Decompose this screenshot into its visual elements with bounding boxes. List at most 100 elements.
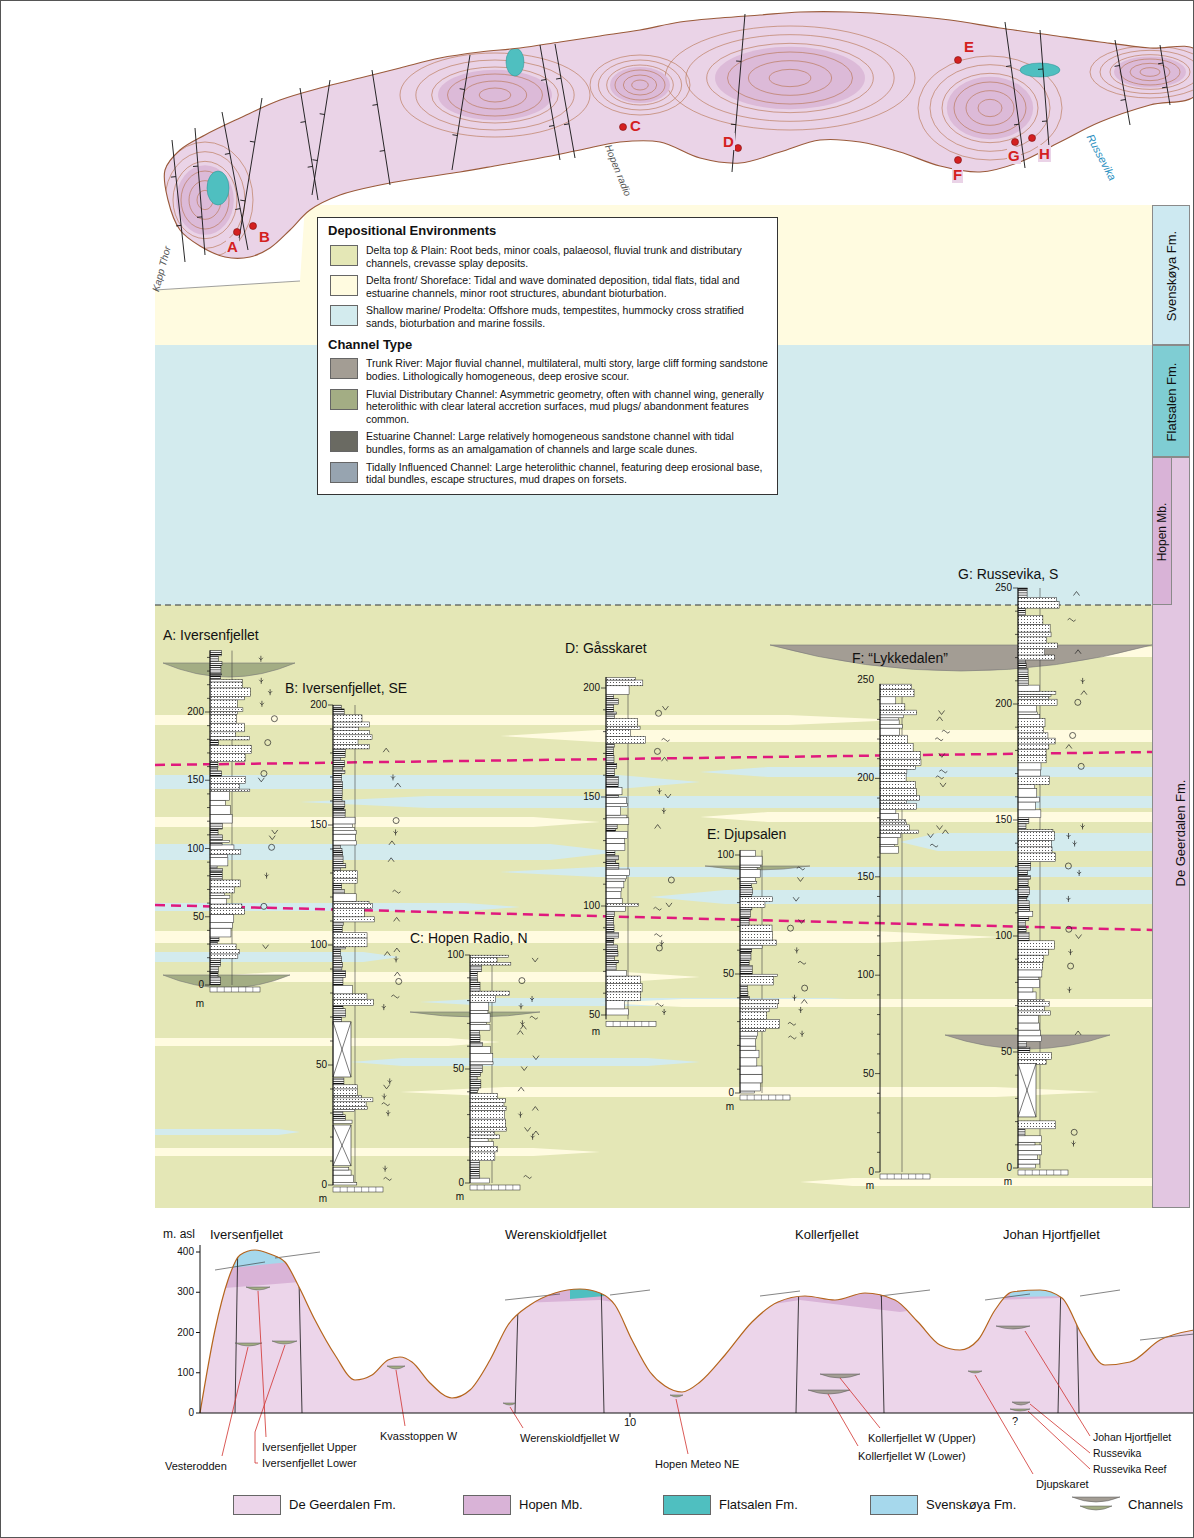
sediment-log-part: [800, 1031, 804, 1037]
sediment-log-part: [1018, 818, 1029, 824]
sediment-log-part: [261, 903, 267, 909]
sediment-log-part: [391, 774, 395, 780]
cross-section-part: [196, 1332, 200, 1333]
sediment-log-part: [207, 739, 210, 740]
map-label: Russevika: [1084, 132, 1119, 183]
sediment-log-part: [601, 797, 606, 798]
island-map-part: [1090, 46, 1194, 98]
sediment-log-part: [333, 722, 369, 727]
sediment-log-part: [333, 978, 343, 986]
axis-label: 0: [422, 1177, 464, 1189]
sediment-log-part: [470, 1131, 495, 1135]
channel-label: Vesterodden: [165, 1460, 227, 1473]
fault-line-part: [238, 98, 262, 245]
sediment-log-part: [205, 916, 210, 917]
sediment-log-part: [210, 668, 221, 674]
island-map-part: [506, 48, 524, 76]
sediment-log-part: [210, 673, 222, 675]
facies-background-part: [800, 1178, 1152, 1186]
sediment-log-part: [467, 1000, 470, 1001]
sediment-log-part: [606, 678, 635, 680]
island-map-part: [947, 77, 1033, 139]
sediment-log-part: [613, 1021, 614, 1026]
sediment-log: [1013, 588, 1087, 1175]
facies-background-part: [700, 812, 1152, 822]
sediment-log-part: [470, 1152, 495, 1161]
sediment-log-part: [333, 938, 367, 947]
sediment-log-part: [330, 897, 333, 898]
sediment-log-part: [740, 991, 748, 996]
legend-item: Estuarine Channel: Large relatively homo…: [330, 430, 770, 455]
sediment-log-part: [330, 873, 333, 874]
station-dot: [234, 57, 1036, 236]
sediment-log-part: [470, 1072, 480, 1076]
sediment-log-part: [606, 951, 618, 956]
sediment-log-part: [740, 910, 750, 918]
sediment-log-part: [210, 736, 250, 740]
sediment-log-part: [384, 952, 390, 956]
cross-section-part: [610, 1290, 650, 1295]
sediment-log-part: [330, 969, 333, 970]
sediment-log-part: [328, 705, 333, 706]
channel-body-part: [945, 1035, 1110, 1049]
sediment-log-part: [1018, 749, 1046, 755]
sediment-log-part: [333, 758, 341, 761]
station-letter: B: [258, 228, 271, 245]
fault-line-part: [540, 45, 560, 160]
fault-line-part: [300, 121, 305, 123]
legend-swatch: [330, 431, 358, 452]
sediment-log-part: [394, 972, 400, 976]
cross-section-part: [1058, 1235, 1062, 1413]
sediment-log-part: [210, 806, 230, 815]
cross-section-part: [968, 1371, 982, 1373]
sediment-log-part: [470, 1099, 505, 1103]
facies-background-part: [350, 1058, 700, 1066]
sediment-log-part: [265, 873, 269, 879]
island-map-part: [479, 88, 511, 102]
sediment-log-part: [1018, 1121, 1056, 1129]
sediment-log-part: [1015, 1028, 1018, 1029]
sediment-log-part: [333, 1078, 344, 1085]
sediment-log-part: [606, 807, 621, 816]
channel-label: ?: [1012, 1415, 1018, 1428]
sediment-log-part: [470, 1090, 477, 1093]
fault-line-part: [312, 159, 317, 161]
sediment-log-part: [518, 1087, 524, 1091]
fault-line-part: [225, 153, 230, 155]
sediment-log-part: [740, 850, 741, 1093]
sediment-log-part: [382, 1094, 386, 1100]
sediment-log-part: [606, 898, 622, 903]
sediment-log-part: [880, 847, 898, 853]
sediment-log-part: [1015, 611, 1018, 612]
fault-line-part: [1162, 87, 1167, 89]
axis-title: m. asl: [163, 1228, 195, 1242]
sediment-log-part: [328, 1185, 333, 1186]
sediment-log-part: [519, 978, 525, 984]
fault-line-part: [1014, 124, 1019, 126]
cross-section-part: [200, 1250, 1194, 1413]
legend-text: Fluvial Distributary Channel: Asymmetric…: [366, 388, 768, 426]
sediment-log-part: [354, 1187, 355, 1192]
sediment-log-part: [1018, 840, 1051, 847]
sediment-log-part: [740, 867, 757, 869]
sediment-log-part: [1018, 932, 1029, 941]
sediment-log-part: [601, 906, 606, 907]
sediment-log-part: [333, 705, 341, 709]
legend-item: Shallow marine/ Prodelta: Offshore muds,…: [330, 304, 770, 329]
legend-item: Tidally Influenced Channel: Large hetero…: [330, 461, 770, 486]
sediment-log-part: [877, 1014, 880, 1015]
sediment-log-part: [467, 1114, 470, 1115]
axis-label: m: [285, 1193, 327, 1205]
sediment-log-part: [470, 1135, 500, 1139]
station-letter: G: [1007, 147, 1021, 164]
sediment-log-part: [880, 769, 907, 773]
sediment-log-part: [210, 682, 242, 688]
sediment-log-part: [665, 794, 671, 798]
cross-section-part: [1080, 1290, 1120, 1296]
sediment-log-part: [1018, 1170, 1068, 1175]
sediment-log-part: [1018, 1136, 1042, 1142]
sediment-log-part: [922, 1174, 923, 1179]
sediment-log-part: [740, 884, 751, 888]
facies-background-part: [155, 715, 900, 725]
sediment-log-part: [877, 955, 880, 956]
